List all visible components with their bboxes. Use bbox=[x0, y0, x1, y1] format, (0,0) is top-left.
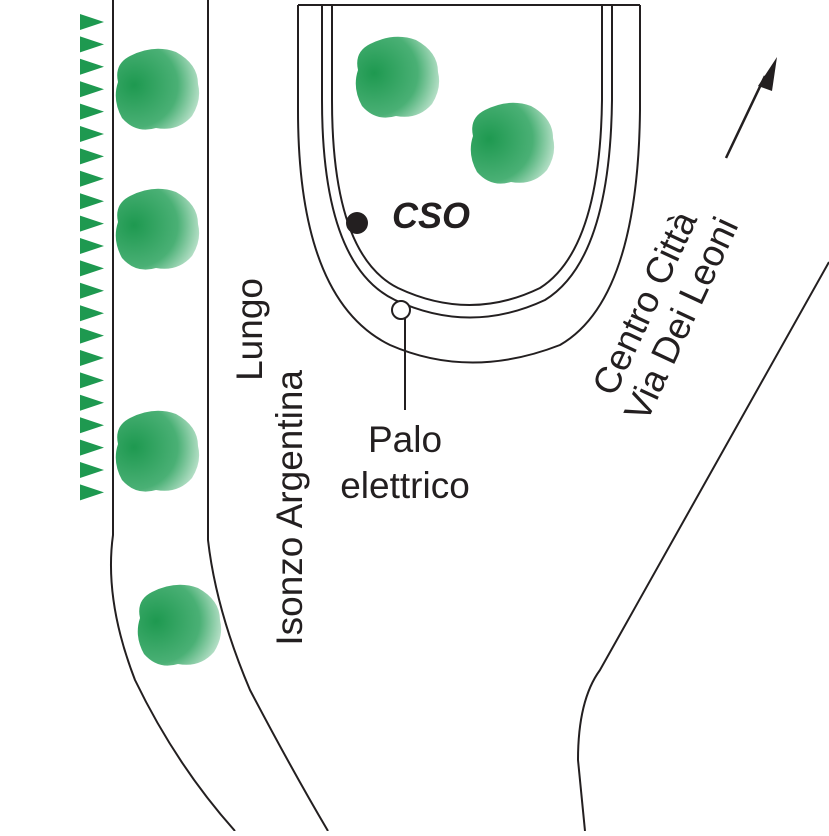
u-block bbox=[297, 4, 641, 364]
hedge-triangle-icon bbox=[80, 81, 104, 98]
pole-label-line1: Palo bbox=[368, 419, 442, 460]
tree-icon bbox=[355, 36, 440, 118]
left-road-label-line1: Lungo bbox=[229, 278, 270, 381]
hedge-triangle-icon bbox=[80, 305, 104, 322]
hedge-triangle-icon bbox=[80, 327, 104, 344]
hedge-triangle-icon bbox=[80, 462, 104, 478]
hedge-triangle-icon bbox=[80, 58, 104, 75]
hedge-triangle-icon bbox=[80, 439, 104, 456]
hedge-triangle-icon bbox=[80, 417, 104, 434]
pole-marker-icon bbox=[391, 300, 411, 320]
hedge-triangle-icon bbox=[80, 282, 104, 299]
right-road-label: Centro Città Via Dei Leoni bbox=[584, 205, 746, 428]
left-road-label-line2: Isonzo Argentina bbox=[269, 370, 310, 646]
hedge-triangle-icon bbox=[80, 14, 104, 30]
hedge-triangle-icon bbox=[80, 350, 104, 366]
tree-icon bbox=[115, 48, 200, 130]
hedge bbox=[80, 14, 104, 501]
direction-arrow-icon bbox=[724, 57, 777, 159]
tree-icon bbox=[115, 188, 200, 270]
hedge-triangle-icon bbox=[80, 148, 104, 165]
hedge-triangle-icon bbox=[80, 394, 104, 411]
hedge-triangle-icon bbox=[80, 372, 104, 389]
hedge-triangle-icon bbox=[80, 260, 104, 277]
cso-label: CSO bbox=[392, 195, 470, 236]
hedge-triangle-icon bbox=[80, 170, 104, 187]
hedge-triangle-icon bbox=[80, 238, 104, 254]
hedge-triangle-icon bbox=[80, 193, 104, 210]
hedge-triangle-icon bbox=[80, 36, 104, 53]
tree-icon bbox=[137, 584, 222, 666]
hedge-triangle-icon bbox=[80, 103, 104, 120]
cso-marker-icon bbox=[346, 212, 368, 234]
tree-icon bbox=[115, 410, 200, 492]
hedge-triangle-icon bbox=[80, 215, 104, 232]
trees bbox=[115, 36, 555, 666]
left-road bbox=[109, 0, 329, 832]
left-road-label: Lungo Isonzo Argentina bbox=[229, 278, 310, 646]
hedge-triangle-icon bbox=[80, 126, 104, 142]
hedge-triangle-icon bbox=[80, 484, 104, 501]
pole-label-line2: elettrico bbox=[340, 465, 470, 506]
right-road bbox=[576, 261, 829, 832]
tree-icon bbox=[470, 102, 555, 184]
